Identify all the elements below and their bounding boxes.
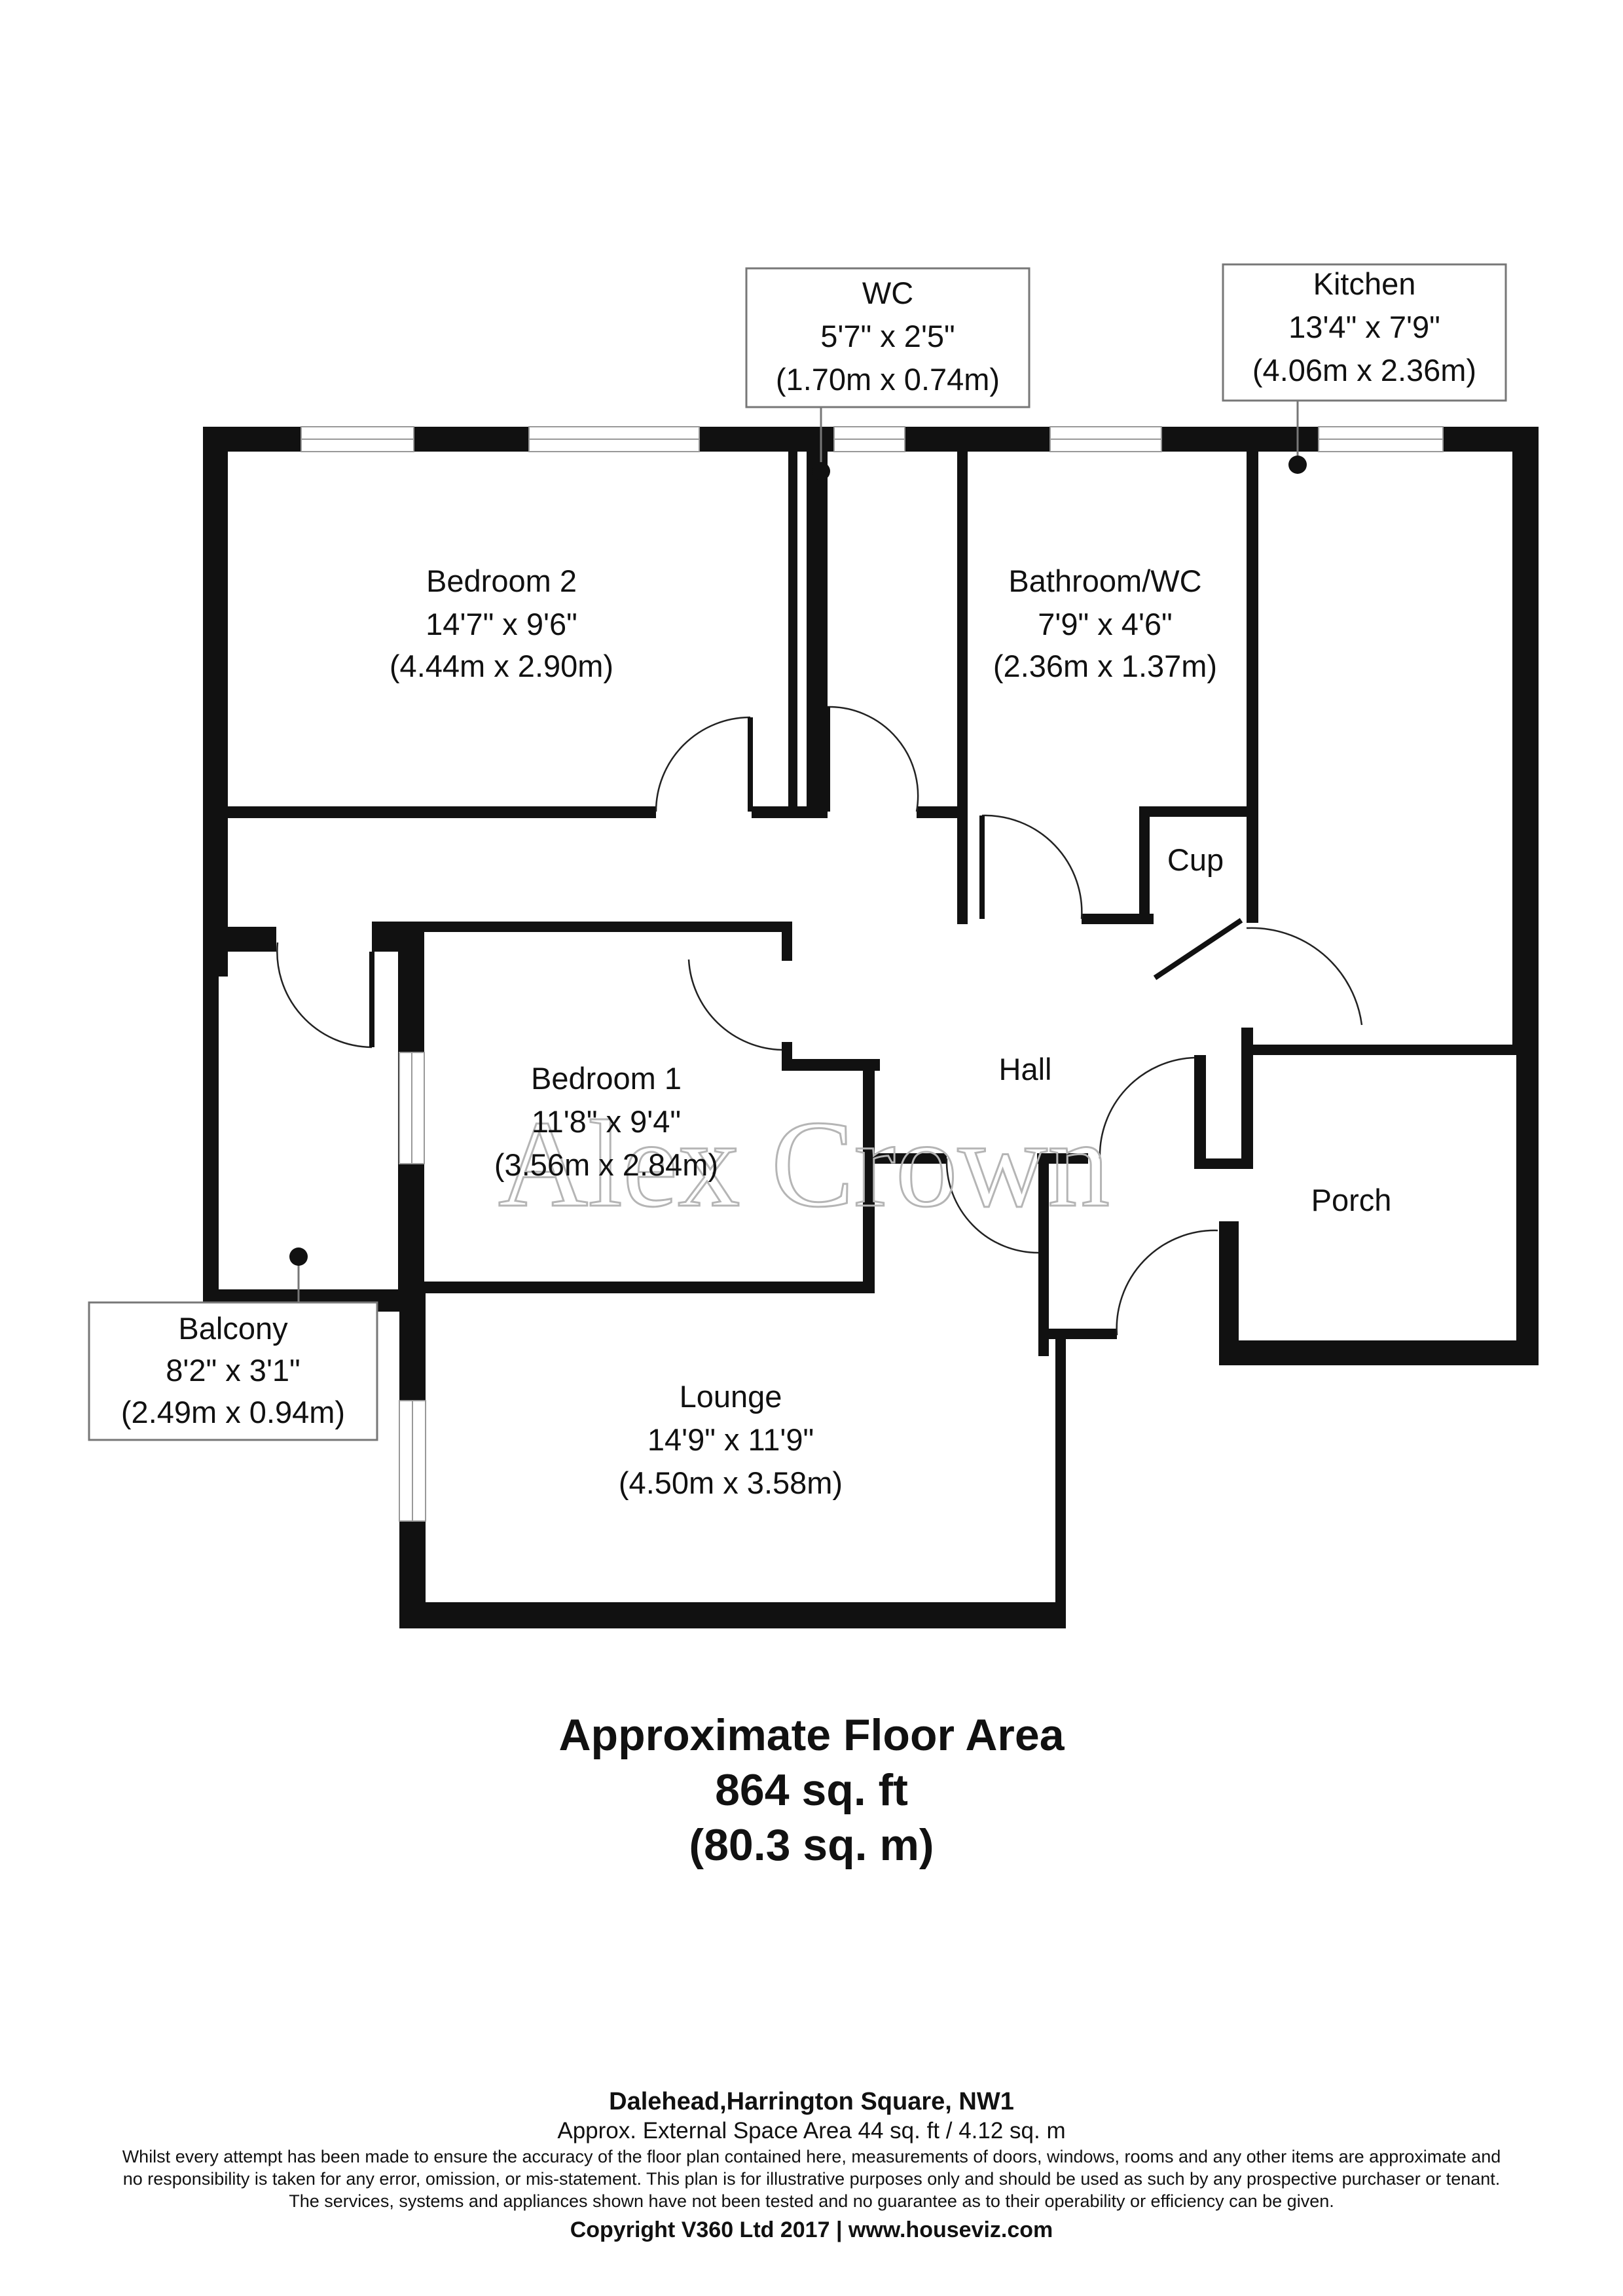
bedroom1-top-right-stub [782, 922, 792, 961]
cupboard-left-wall [1139, 806, 1150, 924]
bedroom2-bottom-wall [223, 806, 656, 818]
watermark-text: Alex Crown [498, 1096, 1110, 1233]
kitchen-exterior-wall [1512, 427, 1539, 1047]
door-kitchen [1246, 927, 1363, 1026]
hall-porch-wall-b [1194, 1158, 1250, 1169]
cupboard-top-wall [1139, 806, 1257, 817]
balcony-name: Balcony [178, 1311, 288, 1346]
wc-metric: (1.70m x 0.74m) [776, 362, 1000, 397]
porch-left-upper-wall [1241, 1028, 1253, 1169]
bathroom-name: Bathroom/WC [1008, 564, 1201, 598]
footer-disclaimer-line-1: Whilst every attempt has been made to en… [122, 2147, 1501, 2166]
balcony-imperial: 8'2" x 3'1" [166, 1353, 301, 1388]
bedroom1-bottom-wall [399, 1282, 875, 1293]
lounge-name: Lounge [680, 1379, 782, 1414]
floor-area-sqft: 864 sq. ft [715, 1765, 908, 1815]
footer-external-area: Approx. External Space Area 44 sq. ft / … [557, 2118, 1066, 2144]
footer-disclaimer: Whilst every attempt has been made to en… [26, 2145, 1597, 2212]
cupboard-name: Cup [1167, 842, 1224, 877]
wc-callout: WC 5'7" x 2'5" (1.70m x 0.74m) [745, 267, 1030, 480]
porch-name: Porch [1311, 1183, 1392, 1217]
kitchen-marker-dot [1288, 456, 1307, 474]
room-bathroom: Bathroom/WC 7'9" x 4'6" (2.36m x 1.37m) [993, 564, 1217, 683]
porch-bottom-wall [1219, 1340, 1539, 1365]
door-wc [827, 706, 919, 812]
wc-callout-box [745, 267, 1030, 408]
lounge-imperial: 14'9" x 11'9" [647, 1422, 814, 1457]
kitchen-callout: Kitchen 13'4" x 7'9" (4.06m x 2.36m) [1222, 263, 1507, 474]
footer-disclaimer-line-3: The services, systems and appliances sho… [289, 2191, 1334, 2211]
kitchen-metric: (4.06m x 2.36m) [1252, 353, 1476, 387]
room-bedroom1: Bedroom 1 11'8" x 9'4" (3.56m x 2.84m) [494, 1061, 718, 1182]
porch-left-wall [1219, 1221, 1239, 1365]
lounge-bottom-wall [399, 1602, 1061, 1628]
kitchen-imperial: 13'4" x 7'9" [1288, 310, 1440, 344]
wc-bottom-right [917, 806, 962, 818]
bathroom-left-wall [957, 452, 968, 924]
door-front [1116, 1229, 1218, 1336]
floor-area-heading: Approximate Floor Area [558, 1710, 1065, 1760]
kitchen-left-wall [1247, 452, 1258, 923]
balcony-callout-box [88, 1301, 378, 1441]
bedroom2-metric: (4.44m x 2.90m) [390, 649, 613, 683]
bedroom1-notch-top [782, 1059, 880, 1071]
bedroom1-imperial: 11'8" x 9'4" [532, 1104, 681, 1139]
wc-name: WC [862, 276, 913, 310]
balcony-metric: (2.49m x 0.94m) [121, 1395, 345, 1429]
door-hall-porch [1099, 1056, 1195, 1159]
hall-left-stub [203, 927, 276, 952]
lounge-right-lower [1038, 1329, 1117, 1339]
hall-lower-wall-b [1037, 1153, 1088, 1164]
wc-left-wall-b [807, 452, 817, 815]
footer-disclaimer-line-2: no responsibility is taken for any error… [122, 2169, 1501, 2189]
windows [301, 426, 1444, 1522]
bedroom2-bottom-right [752, 806, 817, 818]
door-bedroom1 [687, 959, 782, 1051]
wc-imperial: 5'7" x 2'5" [820, 319, 955, 353]
lounge-metric: (4.50m x 3.58m) [619, 1465, 843, 1500]
walls [203, 427, 1539, 1628]
balcony-callout: Balcony 8'2" x 3'1" (2.49m x 0.94m) [88, 1247, 378, 1441]
bedroom2-left-wall [203, 427, 228, 977]
bedroom2-imperial: 14'7" x 9'6" [426, 607, 577, 641]
kitchen-name: Kitchen [1313, 266, 1416, 301]
bathroom-bottom-wall [1082, 914, 1154, 924]
lounge-right-wall [1038, 1153, 1049, 1356]
kitchen-callout-box [1222, 263, 1507, 402]
bedroom1-right-wall [863, 1059, 875, 1292]
footer-address: Dalehead,Harrington Square, NW1 [609, 2088, 1014, 2115]
door-balcony [276, 942, 373, 1049]
wc-left-wall [788, 452, 797, 808]
porch-top-wall [1252, 1045, 1527, 1055]
balcony-marker-dot [289, 1247, 308, 1266]
bedroom1-name: Bedroom 1 [531, 1061, 682, 1096]
door-cupboard [1153, 918, 1243, 980]
door-bathroom [981, 814, 1083, 920]
bathroom-imperial: 7'9" x 4'6" [1038, 607, 1173, 641]
hall-porch-wall [1194, 1055, 1206, 1166]
bathroom-metric: (2.36m x 1.37m) [993, 649, 1217, 683]
wc-marker-dot [812, 462, 830, 480]
bedroom2-name: Bedroom 2 [426, 564, 577, 598]
bedroom1-notch-left [782, 1042, 792, 1068]
lounge-right-lower-wall [1055, 1339, 1066, 1628]
hall-name: Hall [999, 1052, 1052, 1086]
door-bedroom2 [655, 716, 751, 812]
hall-lower-wall [875, 1153, 947, 1164]
bedroom1-metric: (3.56m x 2.84m) [494, 1147, 718, 1182]
floor-area-sqm: (80.3 sq. m) [689, 1820, 934, 1870]
room-lounge: Lounge 14'9" x 11'9" (4.50m x 3.58m) [619, 1379, 843, 1500]
room-bedroom2: Bedroom 2 14'7" x 9'6" (4.44m x 2.90m) [390, 564, 613, 683]
door-lounge [945, 1158, 1039, 1254]
balcony-left-wall [203, 942, 219, 1309]
bedroom1-top-wall [372, 922, 791, 932]
footer-copyright: Copyright V360 Ltd 2017 | www.houseviz.c… [570, 2217, 1053, 2242]
porch-exterior-wall [1516, 1045, 1539, 1365]
doors [276, 706, 1363, 1336]
